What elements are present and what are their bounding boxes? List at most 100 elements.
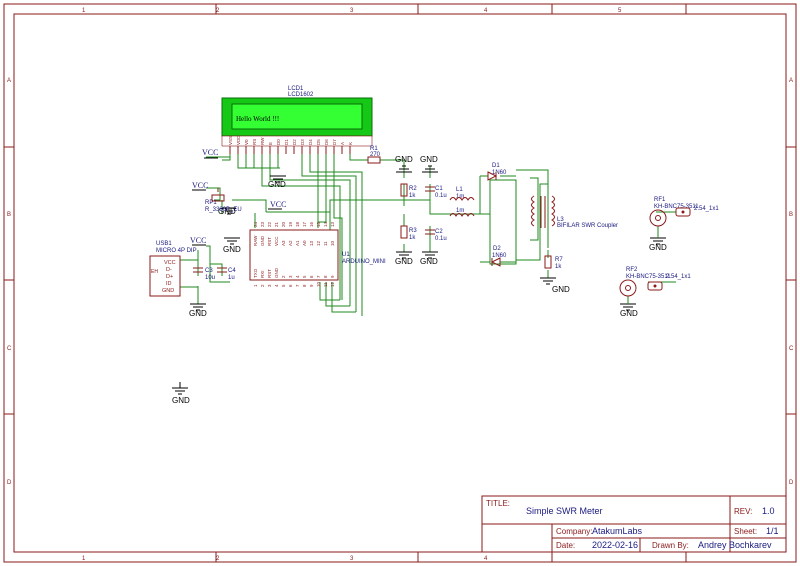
potentiometer-rp1: RP1 R_3386P_EU [205, 188, 242, 213]
arduino-pin-number: 20 [281, 221, 286, 227]
arduino-pin-label: GND [274, 267, 279, 278]
company-value: AtakumLabs [592, 526, 643, 536]
frame-row-b-left: B [7, 212, 11, 218]
rev-value: 1.0 [762, 506, 775, 516]
c2-value: 0.1u [435, 236, 447, 242]
usb-pin-label: D+ [166, 274, 173, 280]
arduino-pin-label: 9 [330, 275, 335, 278]
d1-value: 1N60 [492, 170, 507, 176]
gnd-label-free: GND [172, 396, 190, 405]
rf1-value: KH-BNC75-3511 [654, 204, 699, 210]
gnd-label-lcd: GND [268, 180, 286, 189]
c4-value: 1u [228, 275, 235, 281]
r3-ref: R3 [409, 228, 417, 234]
l1-ref: L1 [456, 187, 463, 193]
arduino-pin-label: RXI [260, 270, 265, 278]
r7-ref: R7 [555, 257, 563, 263]
resistor-r3: R3 1k [400, 225, 417, 241]
frame-col-3-top: 3 [350, 8, 354, 14]
frame-row-d-left: D [7, 480, 12, 486]
frame-row-c-right: C [789, 346, 794, 352]
frame-row-a-left: A [7, 78, 11, 84]
lcd-pin-label: D4 [308, 139, 313, 145]
inductor-l1: L1 1m 1m [449, 187, 475, 217]
vcc-label-lcd: VCC [202, 148, 218, 157]
lcd-screen [231, 103, 363, 130]
d1-ref: D1 [492, 163, 500, 169]
frame-col-2-top: 2 [216, 8, 220, 14]
arduino-pin-label: 5 [302, 275, 307, 278]
lcd-pin-label: RS [252, 139, 257, 145]
gnd-label-rf1: GND [649, 243, 667, 252]
arduino-pin-number: 9 [309, 284, 314, 287]
arduino-pin-label: A1 [295, 240, 300, 246]
arduino-pin-label: 6 [309, 275, 314, 278]
gnd-label-rf2: GND [620, 309, 638, 318]
arduino-pin-label: 13 [309, 240, 314, 246]
transformer-l3: L3 BIFILAR SWR Coupler [531, 195, 618, 229]
arduino-mini-module: U1 ARDUINO_MINI RAW GND RST VCC A3 A2 A1… [249, 221, 386, 287]
gnd-label-r2-top: GND [395, 155, 413, 164]
arduino-pin-label: 2 [281, 275, 286, 278]
r2-ref: R2 [409, 186, 417, 192]
arduino-pin-label: 12 [316, 240, 321, 246]
title-label: TITLE: [486, 499, 510, 508]
usb-pin-label: D- [166, 267, 172, 273]
arduino-bottom-pin-numbers: 1 2 3 4 5 6 7 8 9 10 11 12 [253, 281, 335, 287]
usb-value: MICRO 4P DIP [156, 248, 197, 254]
arduino-pin-number: 3 [267, 284, 272, 287]
c1-ref: C1 [435, 186, 443, 192]
lcd-pin-label: D7 [332, 139, 337, 145]
r3-value: 1k [409, 235, 416, 241]
arduino-pin-number: 12 [330, 281, 335, 287]
usb-pin-label: GND [162, 288, 174, 294]
lcd-screen-text: Hello World !!! [236, 115, 279, 123]
frame-row-d-right: D [789, 480, 794, 486]
arduino-pin-number: 10 [316, 281, 321, 287]
lcd-pin-label: D6 [324, 139, 329, 145]
frame-col-4-top: 4 [484, 8, 488, 14]
title-block: TITLE: Simple SWR Meter REV: 1.0 Company… [481, 495, 787, 553]
arduino-bottom-pin-labels: TXO RXI RST GND 2 3 4 5 6 7 8 9 [253, 267, 335, 278]
arduino-pin-label: VCC [274, 236, 279, 246]
frame-col-4-bottom: 4 [484, 556, 488, 562]
gnd-label-c2: GND [420, 257, 438, 266]
arduino-pin-label: 8 [323, 275, 328, 278]
arduino-pin-label: A0 [302, 240, 307, 246]
r1-value: 270 [370, 152, 381, 158]
r7-value: 1k [555, 264, 562, 270]
resistor-r1: R1 270 [367, 146, 381, 164]
c2-ref: C2 [435, 229, 443, 235]
gnd-label-rp1: GND [218, 207, 236, 216]
lcd-pin-label: D5 [316, 139, 321, 145]
arduino-pin-number: 7 [295, 284, 300, 287]
arduino-pin-number: 11 [323, 282, 328, 287]
arduino-pin-number: 22 [267, 221, 272, 227]
frame-row-b-right: B [789, 212, 793, 218]
usb-pin-label: ID [166, 281, 172, 287]
arduino-pin-number: 24 [253, 221, 258, 227]
l3-value: BIFILAR SWR Coupler [557, 223, 618, 229]
company-label: Company: [556, 527, 592, 536]
arduino-pin-label: 7 [316, 275, 321, 278]
frame-row-a-right: A [789, 78, 793, 84]
arduino-pin-label: 3 [288, 275, 293, 278]
lcd-pin-label: A [340, 142, 345, 145]
title-value: Simple SWR Meter [526, 506, 603, 516]
rf2-ref: RF2 [626, 267, 638, 273]
lcd-value: LCD1602 [288, 92, 314, 98]
resistor-r2: R2 1k [400, 183, 417, 199]
drawn-value: Andrey Bochkarev [698, 540, 772, 550]
lcd-pin-label: D0 [276, 139, 281, 145]
arduino-pin-label: 10 [330, 240, 335, 246]
gnd-label-r7: GND [552, 285, 570, 294]
arduino-pin-number: 18 [295, 221, 300, 227]
r1-ref: R1 [370, 146, 378, 152]
usb-ref: USB1 [156, 241, 172, 247]
arduino-pin-label: 4 [295, 275, 300, 278]
rf1-conn: 2.54_1x1 [694, 206, 719, 212]
wire-network [180, 154, 676, 316]
frame-row-c-left: C [7, 346, 12, 352]
lcd-pin-label: VDD [236, 135, 241, 145]
arduino-pin-number: 5 [281, 284, 286, 287]
